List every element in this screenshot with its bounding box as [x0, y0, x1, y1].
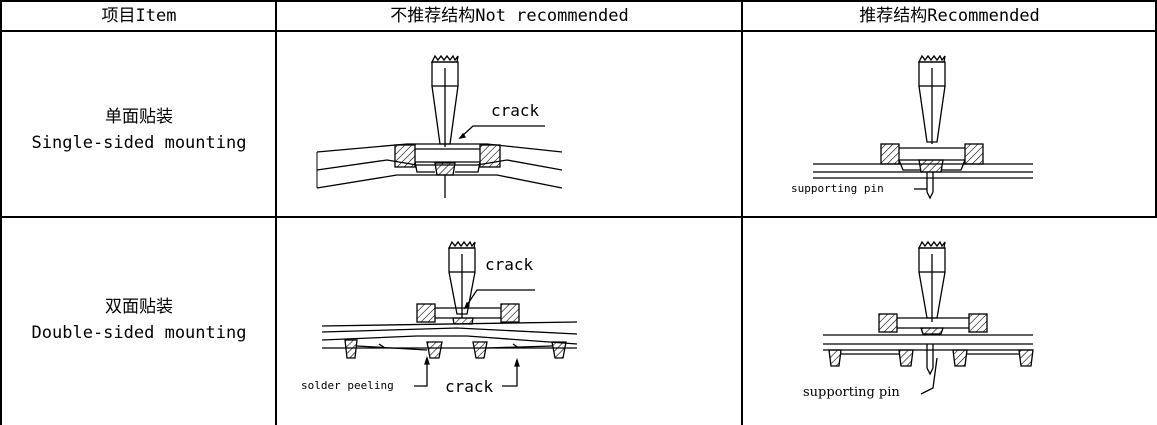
item-label-cn: 单面贴装 — [105, 107, 173, 127]
header-recommended: 推荐结构Recommended — [859, 6, 1040, 26]
solder-peeling-label: solder peeling — [301, 379, 394, 392]
row-single-sided-label: 单面贴装 Single-sided mounting — [2, 100, 276, 160]
single-sided-not-recommended-diagram: crack — [316, 54, 563, 198]
single-sided-recommended-diagram: supporting pin — [791, 54, 1033, 200]
header-not-recommended: 不推荐结构Not recommended — [390, 6, 629, 26]
item-label-en: Single-sided mounting — [31, 133, 247, 153]
header-item: 项目Item — [101, 6, 177, 26]
crack-bottom-label: crack — [445, 377, 494, 396]
row-double-sided-label: 双面贴装 Double-sided mounting — [2, 290, 276, 350]
crack-top-label: crack — [485, 255, 534, 274]
double-sided-recommended-diagram: supporting pin — [803, 240, 1034, 400]
supporting-pin-label: supporting pin — [791, 182, 884, 195]
double-sided-not-recommended-diagram: crack solder peeling crack — [301, 240, 578, 396]
crack-label: crack — [491, 101, 540, 120]
item-label-en: Double-sided mounting — [31, 323, 247, 343]
item-label-cn: 双面贴装 — [105, 297, 173, 317]
supporting-pin-label: supporting pin — [803, 385, 900, 400]
